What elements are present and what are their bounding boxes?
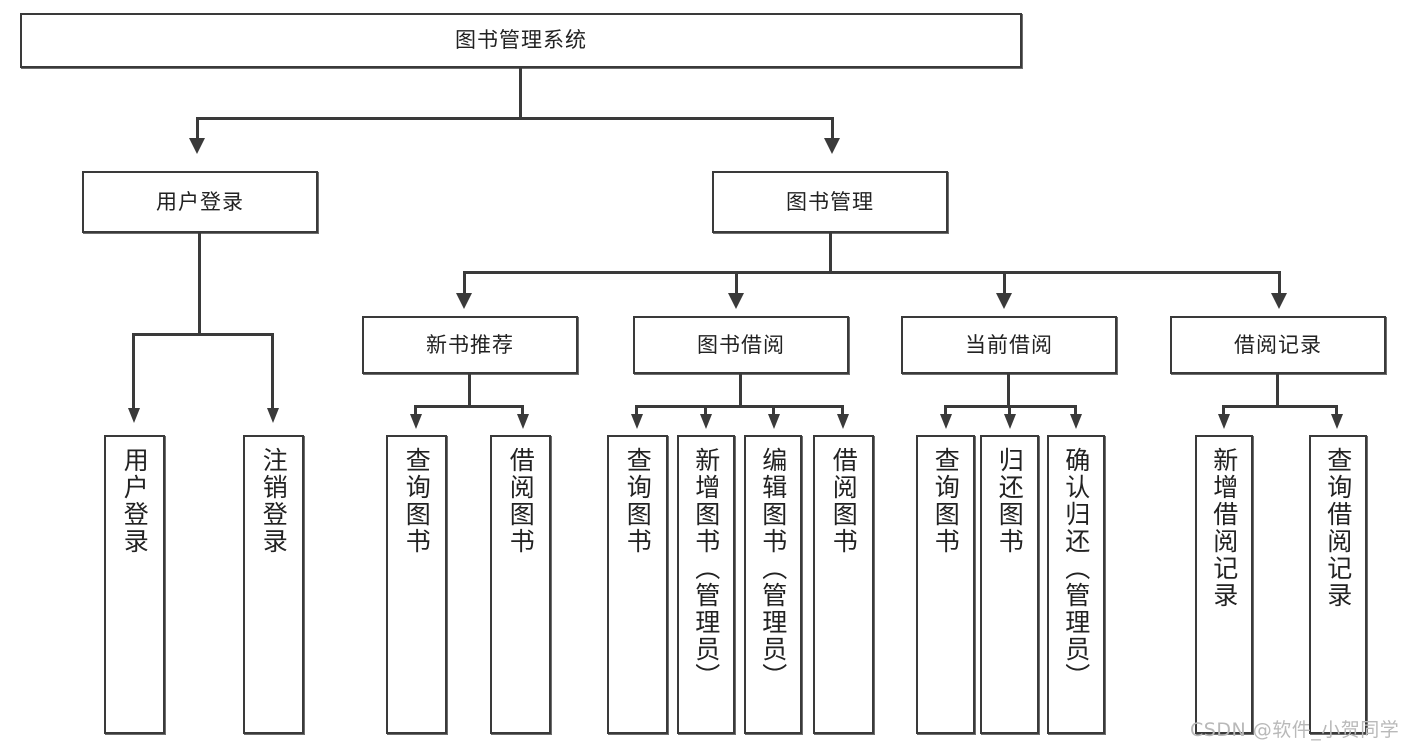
node-borrow-record[interactable]: 借阅记录: [1170, 316, 1386, 374]
edge-user-login-to-leaf-1: [132, 333, 135, 411]
edge-book-borrow-to-leaf-3: [772, 405, 775, 417]
node-leaf-query-book-3-label: 查询图书: [931, 447, 961, 555]
edge-current-borrow-stem: [1007, 374, 1010, 407]
node-user-login[interactable]: 用户登录: [82, 171, 318, 233]
node-book-manage-label: 图书管理: [786, 189, 874, 214]
edge-book-borrow-stem: [739, 374, 742, 407]
node-user-login-label: 用户登录: [156, 189, 244, 214]
node-leaf-add-book-label: 新增图书（管理员）: [691, 447, 721, 690]
node-leaf-edit-book-label: 编辑图书（管理员）: [758, 447, 788, 690]
edge-user-login-bus: [132, 333, 274, 336]
node-root[interactable]: 图书管理系统: [20, 13, 1022, 68]
edge-root-stem: [519, 68, 522, 118]
arrow-book-manage-to-borrow-record: [1271, 293, 1287, 309]
node-leaf-add-record[interactable]: 新增借阅记录: [1195, 435, 1253, 734]
node-leaf-user-login-label: 用户登录: [120, 447, 150, 555]
node-new-book-recommend-label: 新书推荐: [426, 332, 514, 357]
node-leaf-borrow-book-2[interactable]: 借阅图书: [813, 435, 874, 734]
arrow-book-borrow-to-leaf-1: [631, 414, 643, 429]
edge-user-login-stem: [198, 233, 201, 335]
edge-current-borrow-to-leaf-1: [944, 405, 947, 417]
arrow-new-book-to-leaf-2: [517, 414, 529, 429]
node-leaf-confirm-return-label: 确认归还（管理员）: [1061, 447, 1091, 690]
node-book-manage[interactable]: 图书管理: [712, 171, 948, 233]
edge-borrow-record-to-leaf-2: [1335, 405, 1338, 417]
arrow-book-manage-to-new-book: [456, 293, 472, 309]
node-leaf-borrow-book-2-label: 借阅图书: [829, 447, 859, 555]
arrow-book-manage-to-current-borrow: [996, 293, 1012, 309]
edge-new-book-to-leaf-1: [414, 405, 417, 417]
edge-book-borrow-bus: [635, 405, 844, 408]
node-current-borrow[interactable]: 当前借阅: [901, 316, 1117, 374]
edge-book-manage-to-borrow-record: [1278, 271, 1281, 296]
edge-borrow-record-bus: [1222, 405, 1338, 408]
node-leaf-user-logout-label: 注销登录: [259, 447, 289, 555]
node-leaf-query-book-2[interactable]: 查询图书: [607, 435, 668, 734]
edge-new-book-bus: [414, 405, 524, 408]
node-leaf-query-book-3[interactable]: 查询图书: [916, 435, 975, 734]
edge-current-borrow-to-leaf-3: [1074, 405, 1077, 417]
edge-new-book-to-leaf-2: [521, 405, 524, 417]
node-leaf-return-book-label: 归还图书: [995, 447, 1025, 555]
edge-book-manage-to-current-borrow: [1003, 271, 1006, 296]
arrow-root-to-book-manage: [824, 138, 840, 154]
node-leaf-borrow-book-1[interactable]: 借阅图书: [490, 435, 551, 734]
node-leaf-confirm-return[interactable]: 确认归还（管理员）: [1047, 435, 1105, 734]
edge-book-borrow-to-leaf-4: [841, 405, 844, 417]
edge-book-borrow-to-leaf-1: [635, 405, 638, 417]
edge-new-book-stem: [468, 374, 471, 407]
arrow-user-login-to-leaf-1: [128, 408, 140, 423]
node-book-borrow[interactable]: 图书借阅: [633, 316, 849, 374]
arrow-borrow-record-to-leaf-1: [1218, 414, 1230, 429]
edge-borrow-record-stem: [1276, 374, 1279, 407]
edge-root-to-book-manage: [831, 117, 834, 142]
edge-user-login-to-leaf-2: [271, 333, 274, 411]
edge-book-manage-to-book-borrow: [735, 271, 738, 296]
arrow-book-manage-to-book-borrow: [728, 293, 744, 309]
edge-book-manage-to-new-book: [463, 271, 466, 296]
edge-root-bus: [196, 117, 834, 120]
node-current-borrow-label: 当前借阅: [965, 332, 1053, 357]
arrow-user-login-to-leaf-2: [267, 408, 279, 423]
edge-current-borrow-to-leaf-2: [1008, 405, 1011, 417]
node-leaf-add-book[interactable]: 新增图书（管理员）: [677, 435, 735, 734]
edge-root-to-user-login: [196, 117, 199, 142]
csdn-watermark: CSDN @软件_小贺同学: [1190, 719, 1400, 741]
node-leaf-query-record-label: 查询借阅记录: [1323, 447, 1353, 609]
node-leaf-query-book-2-label: 查询图书: [623, 447, 653, 555]
arrow-borrow-record-to-leaf-2: [1331, 414, 1343, 429]
node-leaf-borrow-book-1-label: 借阅图书: [506, 447, 536, 555]
arrow-current-borrow-to-leaf-3: [1070, 414, 1082, 429]
node-leaf-query-book-1[interactable]: 查询图书: [386, 435, 447, 734]
arrow-current-borrow-to-leaf-1: [940, 414, 952, 429]
arrow-current-borrow-to-leaf-2: [1004, 414, 1016, 429]
edge-book-borrow-to-leaf-2: [704, 405, 707, 417]
node-leaf-query-record[interactable]: 查询借阅记录: [1309, 435, 1367, 734]
node-root-label: 图书管理系统: [455, 28, 587, 53]
arrow-new-book-to-leaf-1: [410, 414, 422, 429]
node-leaf-user-login[interactable]: 用户登录: [104, 435, 165, 734]
node-borrow-record-label: 借阅记录: [1234, 332, 1322, 357]
edge-book-manage-bus: [463, 271, 1281, 274]
edge-borrow-record-to-leaf-1: [1222, 405, 1225, 417]
edge-book-manage-stem: [829, 233, 832, 273]
node-leaf-user-logout[interactable]: 注销登录: [243, 435, 304, 734]
arrow-book-borrow-to-leaf-2: [700, 414, 712, 429]
node-book-borrow-label: 图书借阅: [697, 332, 785, 357]
node-leaf-add-record-label: 新增借阅记录: [1209, 447, 1239, 609]
arrow-book-borrow-to-leaf-3: [768, 414, 780, 429]
arrow-book-borrow-to-leaf-4: [837, 414, 849, 429]
arrow-root-to-user-login: [189, 138, 205, 154]
node-leaf-query-book-1-label: 查询图书: [402, 447, 432, 555]
node-leaf-edit-book[interactable]: 编辑图书（管理员）: [744, 435, 802, 734]
node-leaf-return-book[interactable]: 归还图书: [980, 435, 1039, 734]
node-new-book-recommend[interactable]: 新书推荐: [362, 316, 578, 374]
